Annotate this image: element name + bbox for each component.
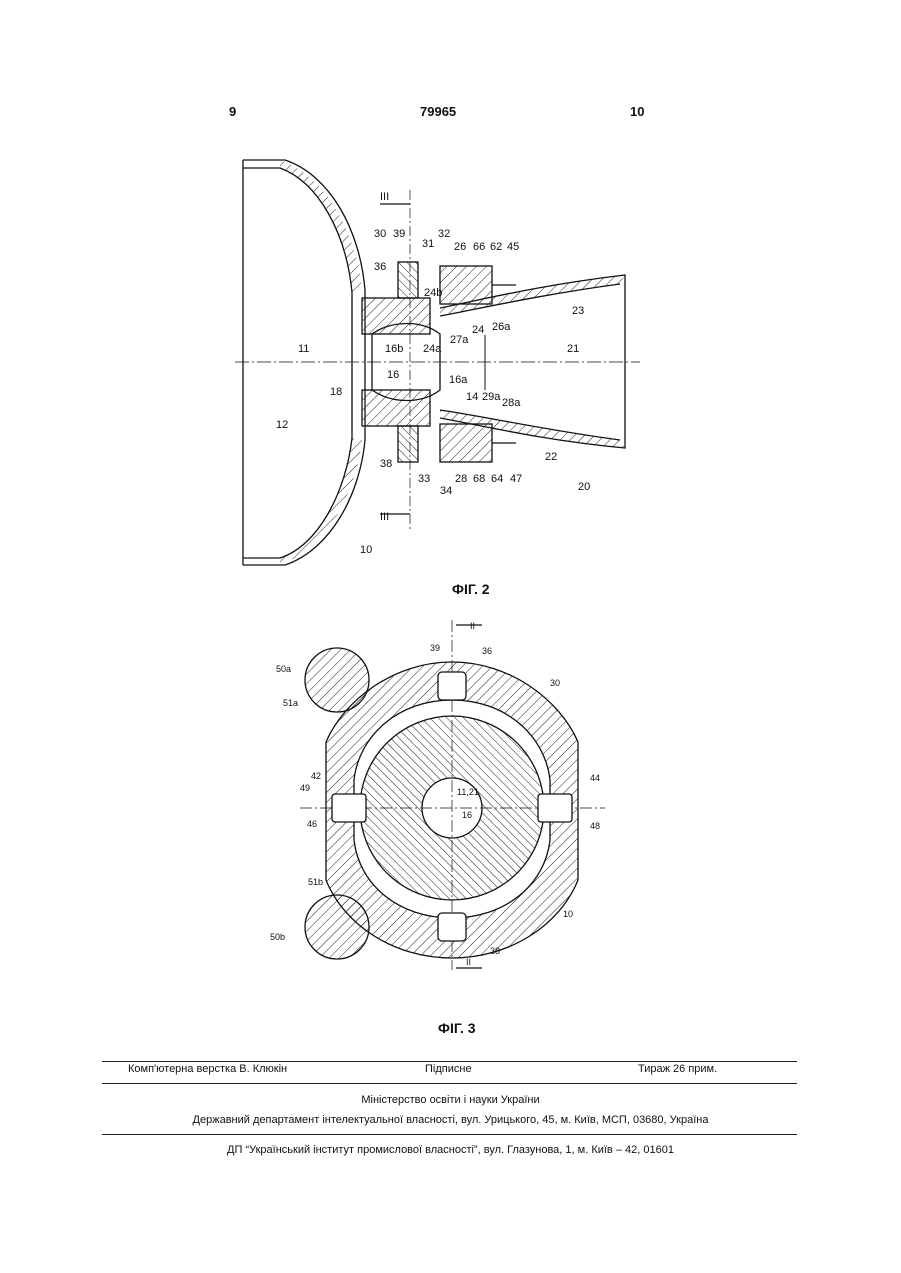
fig3-label: 50b (270, 932, 285, 942)
figure-2-labels: III 30 39 36 31 32 26 66 62 45 24b 23 24… (276, 191, 590, 556)
fig2-label: 68 (473, 473, 485, 485)
fig3-label: 11,21 (457, 787, 479, 797)
lower-spring-block (440, 424, 492, 462)
fig2-label: 21 (567, 343, 579, 355)
footer-department: Державний департамент інтелектуальної вл… (0, 1114, 901, 1126)
fig3-label: 46 (307, 819, 317, 829)
fig3-caption: ФІГ. 3 (438, 1020, 476, 1036)
footer-rule-middle (102, 1083, 797, 1084)
fig2-label: 18 (330, 386, 342, 398)
fig3-label: 49 (300, 783, 310, 793)
fig2-label: 34 (440, 485, 452, 497)
bolt-top (438, 672, 466, 700)
fig3-label: 30 (550, 678, 560, 688)
fig2-label: 45 (507, 241, 519, 253)
footer-ministry: Міністерство освіти і науки України (0, 1094, 901, 1106)
fig2-label: 24a (423, 343, 442, 355)
fig2-label: 33 (418, 473, 430, 485)
fig2-label: 22 (545, 451, 557, 463)
fig3-label: 42 (311, 771, 321, 781)
fig3-label: 50a (276, 664, 291, 674)
fig2-label: 29a (482, 391, 501, 403)
figure-2 (235, 160, 640, 565)
fig3-label: 39 (430, 643, 440, 653)
fig3-label: 51b (308, 877, 323, 887)
upper-bolt (398, 262, 418, 298)
figure-3 (300, 620, 605, 970)
fig2-label: 20 (578, 481, 590, 493)
fig2-label: 26a (492, 321, 511, 333)
fig2-label: 36 (374, 261, 386, 273)
fig2-label: 16 (387, 369, 399, 381)
fig2-label: 24b (424, 287, 442, 299)
fig2-label: 26 (454, 241, 466, 253)
fig3-label: II (466, 957, 471, 967)
fig3-label: II (470, 621, 475, 631)
fig2-caption: ФІГ. 2 (452, 581, 490, 597)
fig2-label: 27a (450, 334, 469, 346)
fig2-label: 39 (393, 228, 405, 240)
bolt-right (538, 794, 572, 822)
fig2-label: 64 (491, 473, 503, 485)
fig2-label: III (380, 191, 389, 203)
footer-layout: Комп'ютерна верстка В. Клюкін (128, 1063, 287, 1075)
vessel-outer-wall (243, 160, 365, 565)
footer-institute: ДП “Український інститут промислової вла… (0, 1144, 901, 1156)
fig2-label: 47 (510, 473, 522, 485)
bolt-left (332, 794, 366, 822)
fig2-label: 31 (422, 238, 434, 250)
fig2-label: 12 (276, 419, 288, 431)
fig2-label: 11 (298, 343, 309, 355)
fig3-label: 48 (590, 821, 600, 831)
fig2-label: 10 (360, 544, 372, 556)
fig2-label: III (380, 511, 389, 523)
fig2-label: 28 (455, 473, 467, 485)
fig3-label: 38 (490, 946, 500, 956)
fig2-label: 16a (449, 374, 468, 386)
fig2-label: 38 (380, 458, 392, 470)
fig3-label: 16 (462, 810, 472, 820)
upper-flange (362, 298, 430, 334)
lower-bolt (398, 426, 418, 462)
footer-rule-bottom (102, 1134, 797, 1135)
bolt-bottom (438, 913, 466, 941)
fig2-label: 16b (385, 343, 403, 355)
fig3-label: 51a (283, 698, 298, 708)
fig3-label: 10 (563, 909, 573, 919)
fig2-label: 28a (502, 397, 521, 409)
footer-circulation: Тираж 26 прим. (638, 1063, 717, 1075)
fig2-label: 62 (490, 241, 502, 253)
fig2-label: 32 (438, 228, 450, 240)
fig3-label: 36 (482, 646, 492, 656)
fig2-label: 14 (466, 391, 478, 403)
fig2-label: 23 (572, 305, 584, 317)
fig2-label: 66 (473, 241, 485, 253)
fig3-label: 44 (590, 773, 600, 783)
lower-flange (362, 390, 430, 426)
footer-signed: Підписне (425, 1063, 472, 1075)
footer-rule-top (102, 1061, 797, 1062)
fig2-label: 24 (472, 324, 484, 336)
fig2-label: 30 (374, 228, 386, 240)
